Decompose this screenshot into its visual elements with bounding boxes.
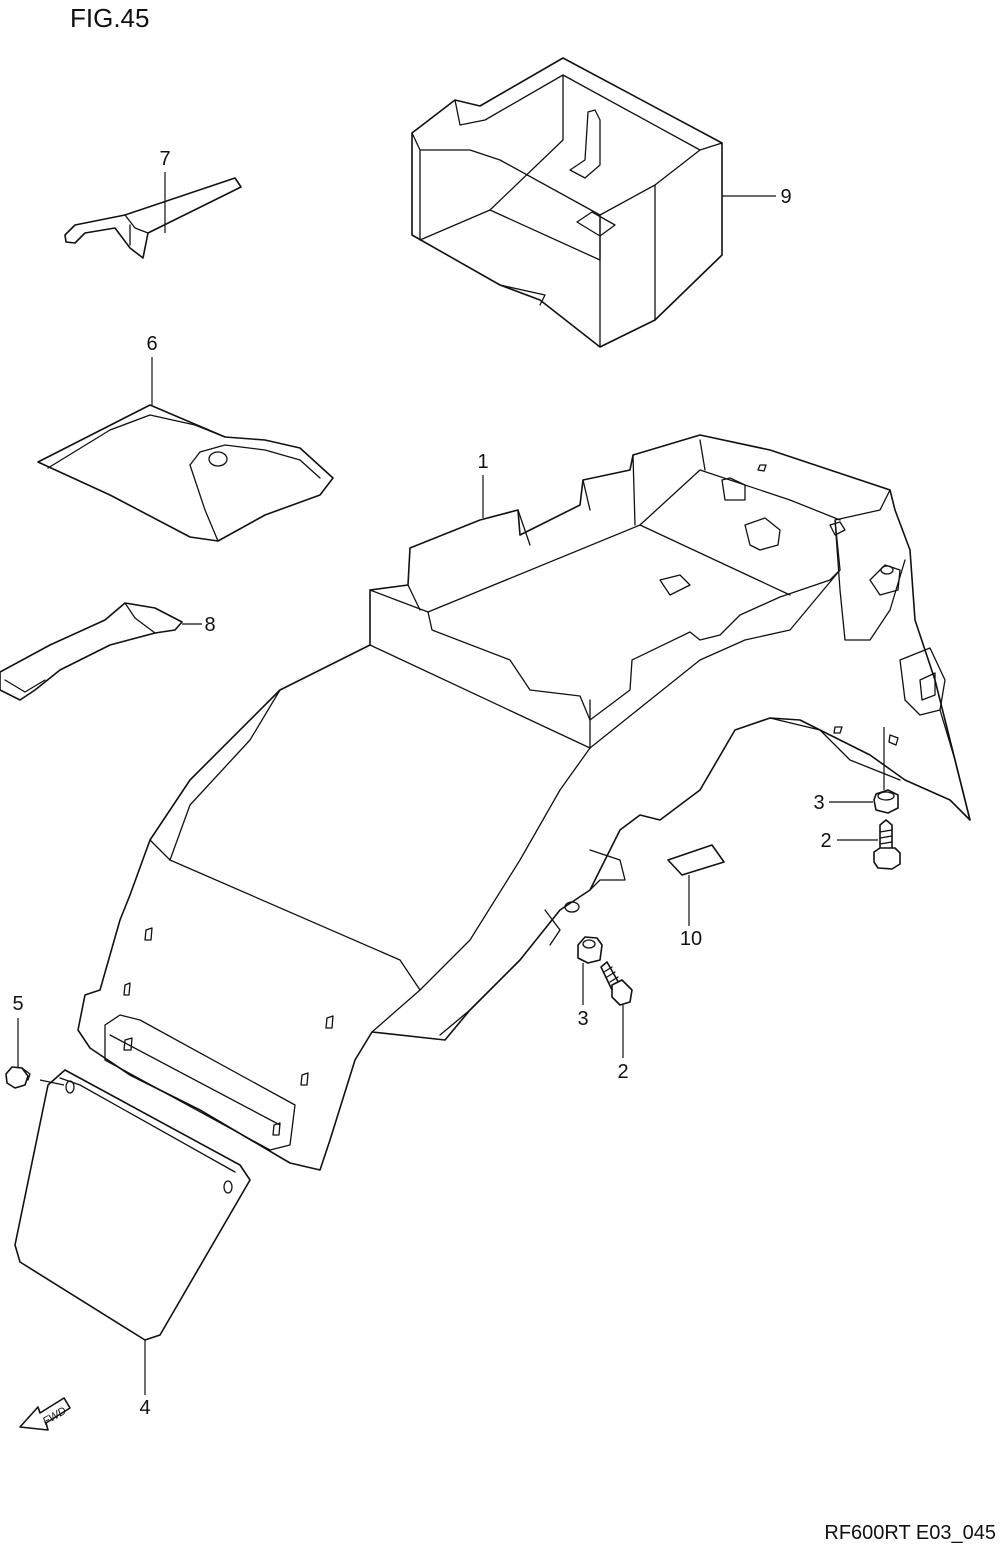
part-2-bolt-center [600, 961, 633, 1006]
fwd-arrow-icon: FWD [19, 1397, 71, 1431]
figure-title: FIG.45 [70, 3, 149, 33]
callout-4: 4 [139, 1397, 150, 1419]
part-5-grommet [5, 1066, 31, 1089]
part-1-rear-fender [77, 434, 971, 1171]
part-10-pad [667, 844, 725, 876]
callout-3-right: 3 [813, 792, 824, 814]
callout-5: 5 [12, 993, 23, 1015]
part-6-pouch [37, 404, 334, 542]
callout-7: 7 [159, 148, 170, 170]
leader-lines [17, 172, 885, 1395]
callout-2-right: 2 [820, 830, 831, 852]
part-8-strap [0, 602, 183, 701]
callout-3-center: 3 [577, 1008, 588, 1030]
callout-8: 8 [204, 614, 215, 636]
callout-1: 1 [477, 451, 488, 473]
part-9-tray [411, 57, 723, 348]
part-3-washer-right [873, 789, 899, 814]
drawing-code: RF600RT E03_045 [824, 1522, 996, 1544]
part-3-washer-center [577, 936, 603, 964]
fwd-label: FWD [41, 1405, 69, 1428]
callout-6: 6 [146, 333, 157, 355]
part-2-bolt-right [873, 819, 901, 870]
part-7-wrench [64, 177, 242, 259]
callout-9: 9 [780, 186, 791, 208]
part-4-mud-flap [14, 1069, 251, 1341]
callout-10: 10 [680, 928, 702, 950]
callout-2-center: 2 [617, 1061, 628, 1083]
